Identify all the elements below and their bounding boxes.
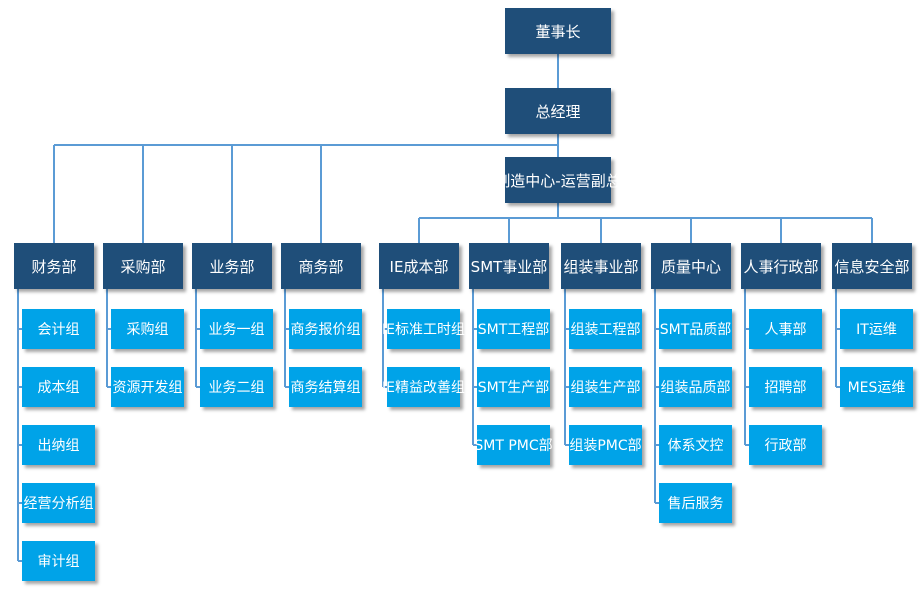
sub-unit-box: 组装生产部 — [569, 367, 642, 407]
gm-box: 总经理 — [505, 88, 611, 134]
sub-unit-box: 组装品质部 — [659, 367, 732, 407]
sub-unit-box: SMT品质部 — [659, 309, 732, 349]
sub-unit-box: MES运维 — [840, 367, 913, 407]
department-box: 业务部 — [192, 243, 272, 289]
sub-unit-box: IE精益改善组 — [382, 367, 465, 407]
department-box: 质量中心 — [651, 243, 731, 289]
department-box: SMT事业部 — [469, 243, 549, 289]
sub-unit-box: SMT PMC部 — [474, 425, 553, 465]
department-box: 信息安全部 — [832, 243, 912, 289]
chairman-box: 董事长 — [505, 8, 611, 54]
sub-unit-box: 组装工程部 — [569, 309, 642, 349]
department-box: 财务部 — [14, 243, 94, 289]
department-box: 组装事业部 — [561, 243, 641, 289]
sub-unit-box: SMT工程部 — [477, 309, 550, 349]
sub-unit-box: 行政部 — [749, 425, 822, 465]
sub-unit-box: 经营分析组 — [22, 483, 95, 523]
sub-unit-box: 招聘部 — [749, 367, 822, 407]
sub-unit-box: 采购组 — [111, 309, 184, 349]
department-box: 人事行政部 — [741, 243, 821, 289]
sub-unit-box: 商务报价组 — [289, 309, 362, 349]
sub-unit-box: 会计组 — [22, 309, 95, 349]
sub-unit-box: SMT生产部 — [477, 367, 550, 407]
sub-unit-box: 业务二组 — [200, 367, 273, 407]
department-box: 商务部 — [281, 243, 361, 289]
vp-box: 制造中心-运营副总 — [495, 157, 621, 203]
sub-unit-box: 资源开发组 — [111, 367, 184, 407]
sub-unit-box: 成本组 — [22, 367, 95, 407]
sub-unit-box: 审计组 — [22, 541, 95, 581]
department-box: 采购部 — [103, 243, 183, 289]
sub-unit-box: 组装PMC部 — [569, 425, 642, 465]
sub-unit-box: 售后服务 — [659, 483, 732, 523]
sub-unit-box: 体系文控 — [659, 425, 732, 465]
sub-unit-box: 人事部 — [749, 309, 822, 349]
sub-unit-box: IE标准工时组 — [382, 309, 465, 349]
sub-unit-box: IT运维 — [840, 309, 913, 349]
sub-unit-box: 商务结算组 — [289, 367, 362, 407]
department-box: IE成本部 — [379, 243, 459, 289]
sub-unit-box: 业务一组 — [200, 309, 273, 349]
sub-unit-box: 出纳组 — [22, 425, 95, 465]
